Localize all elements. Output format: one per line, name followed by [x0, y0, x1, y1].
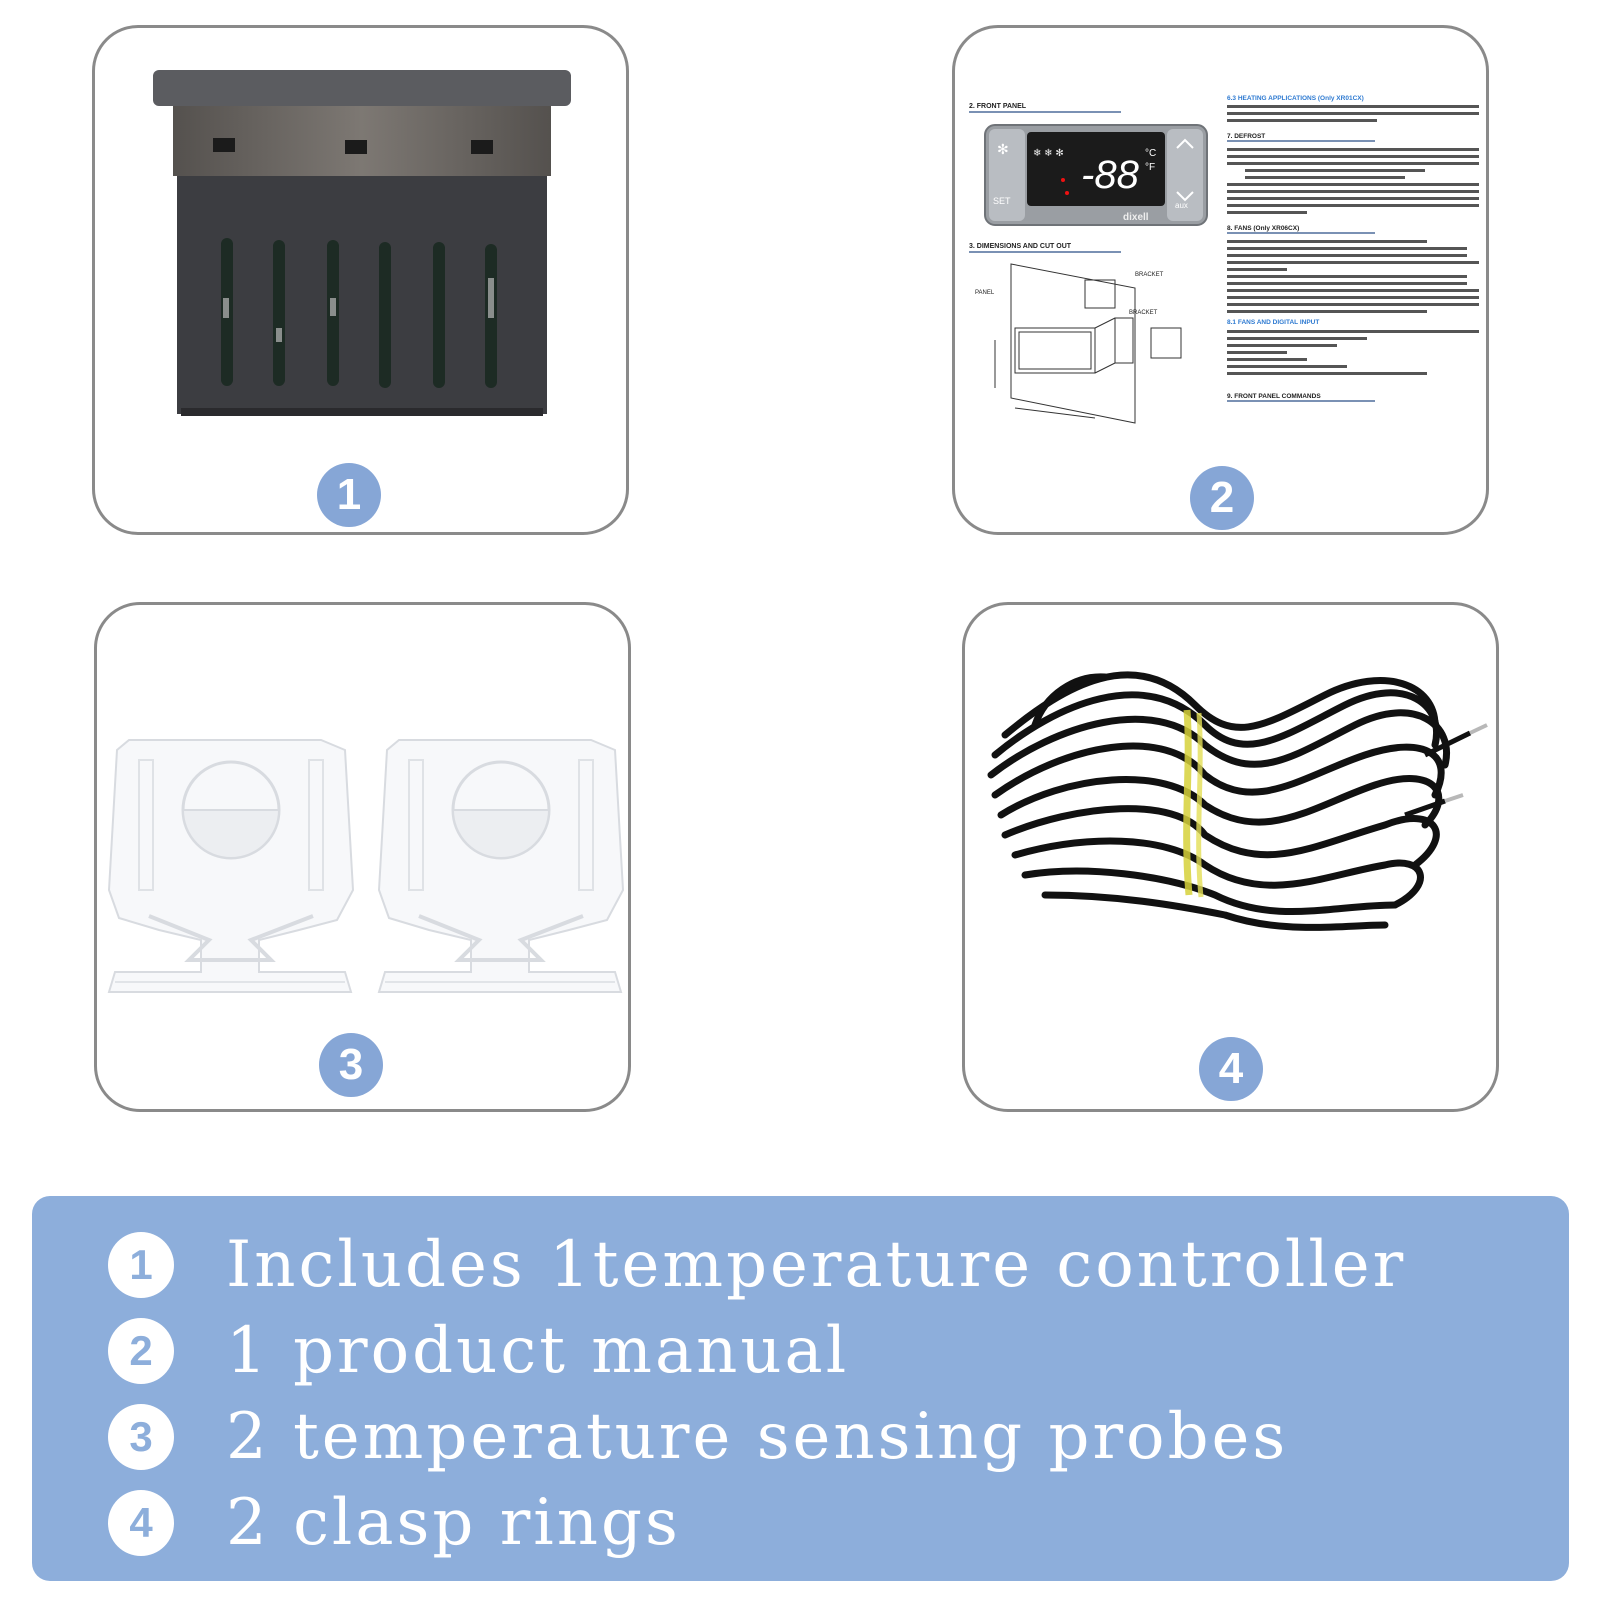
svg-text:❄ ❄ ✻: ❄ ❄ ✻ [1033, 148, 1064, 159]
summary-number-2: 2 [108, 1318, 174, 1384]
summary-text-1: Includes 1temperature controller [226, 1228, 1407, 1302]
summary-number-4: 4 [108, 1490, 174, 1556]
manual-heading-dimensions: 3. DIMENSIONS AND CUT OUT [969, 243, 1072, 250]
summary-text-3: 2 temperature sensing probes [226, 1400, 1289, 1474]
summary-line-4: 4 2 clasp rings [108, 1486, 681, 1560]
summary-line-1: 1 Includes 1temperature controller [108, 1228, 1406, 1302]
summary-number-3: 3 [108, 1404, 174, 1470]
item-badge-4: 4 [1199, 1037, 1263, 1101]
summary-text-4: 2 clasp rings [226, 1486, 681, 1560]
manual-heading-front-panel: 2. FRONT PANEL [969, 103, 1027, 110]
manual-display-value: -88 [1081, 153, 1140, 197]
item-badge-3: 3 [319, 1033, 383, 1097]
contents-summary-panel: 1 Includes 1temperature controller 2 1 p… [32, 1196, 1569, 1581]
manual-heading-defrost: 7. DEFROST [1227, 133, 1265, 140]
item-card-probes: 4 [962, 602, 1499, 1112]
manual-heading-fans-digital: 8.1 FANS AND DIGITAL INPUT [1227, 319, 1319, 326]
summary-text-2: 1 product manual [226, 1314, 850, 1388]
svg-text:✻: ✻ [997, 141, 1009, 157]
manual-label-panel: PANEL [975, 290, 995, 296]
item-card-brackets: 3 [94, 602, 631, 1112]
item-card-controller: 1 [92, 25, 629, 535]
manual-unit-c: °C [1145, 148, 1156, 159]
manual-image: 2. FRONT PANEL ❄ ❄ ✻ -88 °C °F dixell SE… [955, 94, 1486, 434]
manual-label-bracket-2: BRACKET [1129, 310, 1158, 316]
manual-heading-commands: 9. FRONT PANEL COMMANDS [1227, 393, 1321, 400]
manual-heading-fans: 8. FANS (Only XR06CX) [1227, 225, 1299, 232]
item-badge-1: 1 [317, 463, 381, 527]
manual-aux-label: aux [1175, 201, 1188, 210]
controller-image [153, 70, 571, 416]
manual-heading-heating: 6.3 HEATING APPLICATIONS (Only XR01CX) [1227, 95, 1364, 102]
item-badge-2: 2 [1190, 466, 1254, 530]
manual-brand: dixell [1123, 212, 1149, 223]
probes-image [987, 671, 1488, 931]
item-card-manual: 2. FRONT PANEL ❄ ❄ ✻ -88 °C °F dixell SE… [952, 25, 1489, 535]
summary-line-3: 3 2 temperature sensing probes [108, 1400, 1288, 1474]
summary-number-1: 1 [108, 1232, 174, 1298]
summary-line-2: 2 1 product manual [108, 1314, 849, 1388]
manual-set-label: SET [993, 196, 1011, 206]
manual-label-bracket-1: BRACKET [1135, 272, 1164, 278]
manual-unit-f: °F [1145, 162, 1155, 173]
